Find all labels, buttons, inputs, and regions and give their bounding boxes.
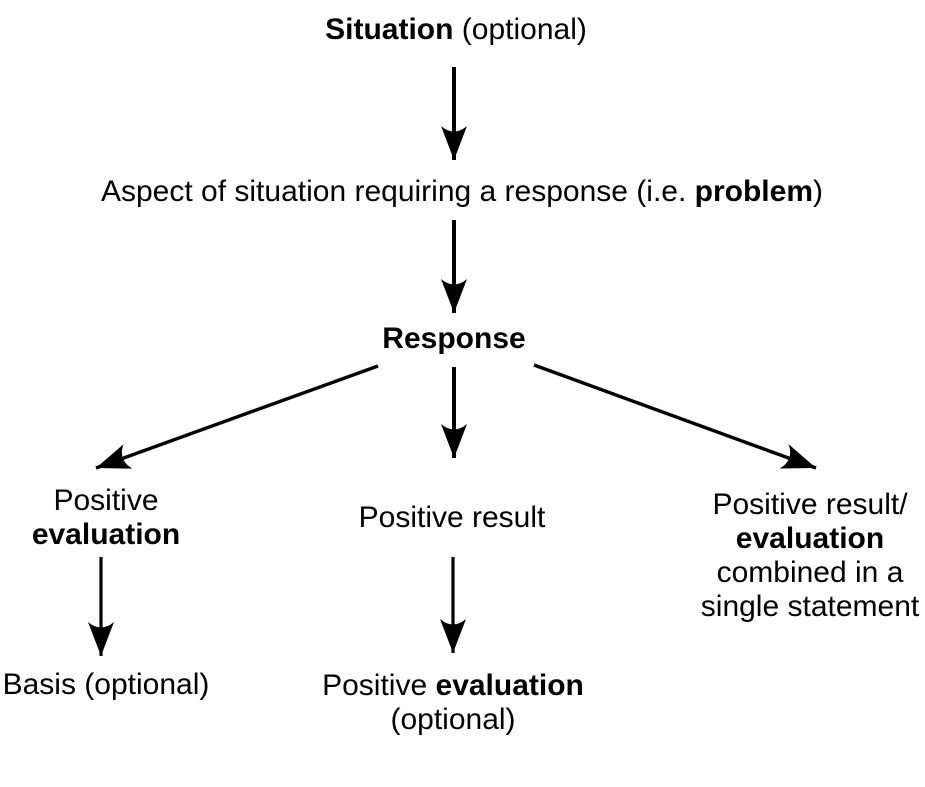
positive-evaluation-optional-line2: (optional): [390, 703, 516, 736]
positive-evaluation-keyword: evaluation: [31, 518, 181, 551]
combined-statement-line3: combined in a: [716, 556, 904, 589]
problem-prefix: Aspect of situation requiring a response…: [100, 175, 695, 208]
positive-evaluation-line1: Positive: [53, 484, 159, 517]
node-basis: Basis (optional): [3, 668, 210, 702]
node-situation: Situation (optional): [325, 13, 587, 47]
situation-keyword: Situation: [325, 13, 454, 46]
positive-evaluation-optional-keyword: evaluation: [435, 669, 584, 702]
combined-statement-line1: Positive result/: [712, 488, 908, 521]
problem-suffix: ): [813, 175, 824, 208]
positive-evaluation-optional-prefix: Positive: [322, 669, 436, 702]
positive-result-label: Positive result: [358, 501, 546, 534]
node-combined-statement: Positive result/ evaluation combined in …: [701, 488, 919, 624]
combined-statement-keyword: evaluation: [735, 522, 885, 555]
node-positive-evaluation-optional: Positive evaluation (optional): [322, 669, 584, 737]
node-problem: Aspect of situation requiring a response…: [101, 175, 823, 209]
node-positive-result: Positive result: [359, 501, 546, 535]
node-positive-evaluation: Positive evaluation: [32, 484, 180, 552]
problem-keyword: problem: [694, 175, 814, 208]
basis-label: Basis (optional): [2, 668, 210, 701]
situation-suffix: (optional): [453, 13, 587, 46]
response-keyword: Response: [382, 322, 526, 355]
combined-statement-line4: single statement: [700, 590, 920, 623]
arrow-response-to-positive-evaluation: [95, 364, 379, 470]
arrow-response-to-combined-statement: [533, 363, 817, 470]
positive-evaluation-optional-line1: Positive evaluation: [322, 669, 584, 703]
node-response: Response: [382, 322, 525, 356]
